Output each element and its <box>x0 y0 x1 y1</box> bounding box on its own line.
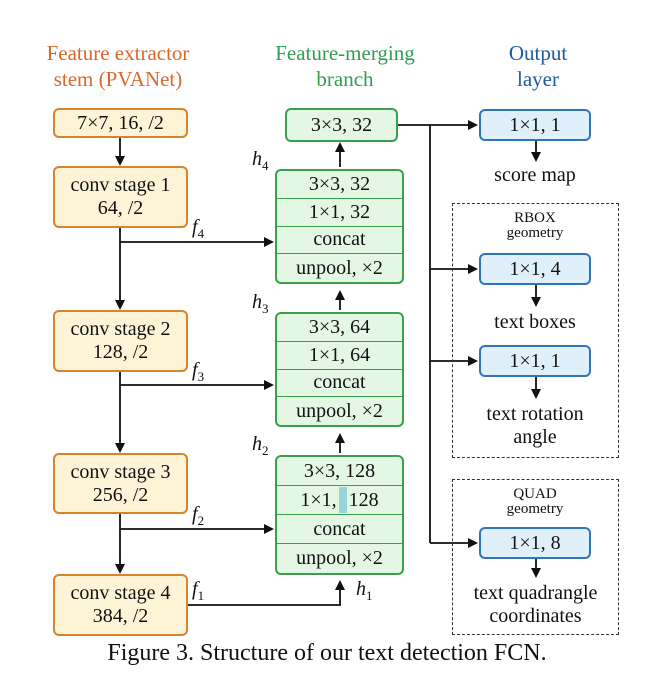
label-f4-base: f <box>192 216 198 238</box>
label-f4: f4 <box>192 216 204 242</box>
highlight-mark <box>338 487 347 513</box>
rotation-label: text rotation angle <box>455 403 615 449</box>
output-header-line1: Output <box>508 41 568 65</box>
stem-header-line1: Feature extractor <box>46 41 190 65</box>
rbox-title-line1: RBOX <box>514 210 556 226</box>
label-f3-base: f <box>192 359 198 381</box>
block3-conv1x1: 1×1, 64 <box>277 342 402 370</box>
label-h4-base: h <box>252 148 262 170</box>
label-f4-sub: 4 <box>197 226 205 241</box>
score-conv-label: 1×1, 1 <box>509 113 561 136</box>
quad-conv-label: 1×1, 8 <box>509 531 561 554</box>
label-f2-sub: 2 <box>197 513 205 528</box>
merge-block-3: 3×3, 64 1×1, 64 concat unpool, ×2 <box>275 312 404 427</box>
text-boxes-label: text boxes <box>494 311 576 333</box>
rbox-title-line2: geometry <box>506 225 564 241</box>
stem-first-conv: 7×7, 16, /2 <box>53 108 188 138</box>
rotation-label-line2: angle <box>513 426 557 448</box>
label-h4-sub: 4 <box>262 158 269 173</box>
rotation-conv-label: 1×1, 1 <box>509 349 561 372</box>
conv-stage-2: conv stage 2 128, /2 <box>53 310 188 372</box>
label-h3-sub: 3 <box>262 301 269 316</box>
quad-title: QUAD geometry <box>460 487 610 517</box>
quad-title-line1: QUAD <box>513 486 557 502</box>
score-conv: 1×1, 1 <box>479 109 591 141</box>
label-f3-sub: 3 <box>197 369 205 384</box>
block3-concat: concat <box>277 370 402 398</box>
label-f1: f1 <box>192 578 204 604</box>
quad-label: text quadrangle coordinates <box>452 582 619 628</box>
stem-first-conv-label: 7×7, 16, /2 <box>77 111 164 134</box>
conv-stage-1-line1: conv stage 1 <box>70 174 171 196</box>
stem-header-line2: stem (PVANet) <box>53 67 183 91</box>
block2-conv1x1-label: 1×1, <box>300 488 337 511</box>
label-h3: h3 <box>252 291 269 317</box>
figure-caption: Figure 3. Structure of our text detectio… <box>107 640 547 666</box>
block2-conv1x1: 1×1, 128 <box>277 486 402 515</box>
block3-conv3x3: 3×3, 64 <box>277 314 402 342</box>
rbox-conv: 1×1, 4 <box>479 253 591 285</box>
label-h2-sub: 2 <box>262 443 269 458</box>
conv-stage-1-line2: 64, /2 <box>97 197 144 219</box>
label-h1-base: h <box>356 578 366 600</box>
block4-concat: concat <box>277 227 402 255</box>
rbox-conv-label: 1×1, 4 <box>509 257 561 280</box>
block2-conv1x1-channels: 128 <box>348 488 379 511</box>
output-header-line2: layer <box>517 67 559 91</box>
merge-top-conv-label: 3×3, 32 <box>310 113 373 136</box>
quad-conv: 1×1, 8 <box>479 527 591 559</box>
conv-stage-3-line2: 256, /2 <box>92 483 149 506</box>
label-h3-base: h <box>252 291 262 313</box>
merge-top-conv: 3×3, 32 <box>285 108 398 142</box>
merge-header-line1: Feature-merging <box>275 41 415 65</box>
conv-stage-3: conv stage 3 256, /2 <box>53 453 188 514</box>
label-f2-base: f <box>192 503 198 525</box>
label-h2-base: h <box>252 433 262 455</box>
block3-unpool: unpool, ×2 <box>296 399 383 422</box>
block2-concat: concat <box>277 515 402 544</box>
merge-header-line2: branch <box>316 67 374 91</box>
block2-unpool: unpool, ×2 <box>296 547 383 569</box>
quad-label-line2: coordinates <box>489 605 582 627</box>
conv-stage-4-line1: conv stage 4 <box>70 582 171 604</box>
quad-label-line1: text quadrangle <box>473 582 598 604</box>
label-h4: h4 <box>252 148 269 174</box>
label-f3: f3 <box>192 359 204 385</box>
conv-stage-4-line2: 384, /2 <box>92 605 149 627</box>
rotation-label-line1: text rotation <box>486 403 584 425</box>
block4-conv3x3: 3×3, 32 <box>277 171 402 199</box>
block2-conv3x3: 3×3, 128 <box>277 457 402 486</box>
merge-block-2: 3×3, 128 1×1, 128 concat unpool, ×2 <box>275 455 404 575</box>
quad-group <box>452 479 619 635</box>
label-f1-sub: 1 <box>197 588 205 603</box>
conv-stage-2-line1: conv stage 2 <box>70 318 171 340</box>
label-h2: h2 <box>252 433 269 459</box>
stem-header: Feature extractor stem (PVANet) <box>18 40 218 92</box>
rotation-conv: 1×1, 1 <box>479 345 591 377</box>
rbox-title: RBOX geometry <box>460 211 610 241</box>
conv-stage-1: conv stage 1 64, /2 <box>53 166 188 228</box>
merge-block-4: 3×3, 32 1×1, 32 concat unpool, ×2 <box>275 169 404 284</box>
block4-unpool: unpool, ×2 <box>296 256 383 279</box>
merge-header: Feature-merging branch <box>235 40 455 92</box>
label-f1-base: f <box>192 578 198 600</box>
label-h1-sub: 1 <box>366 588 373 603</box>
score-map-label: score map <box>494 164 576 186</box>
output-header: Output layer <box>468 40 608 92</box>
quad-title-line2: geometry <box>506 501 564 517</box>
label-h1: h1 <box>356 578 373 604</box>
rbox-group <box>452 203 619 458</box>
conv-stage-4: conv stage 4 384, /2 <box>53 574 188 636</box>
conv-stage-2-line2: 128, /2 <box>92 341 149 363</box>
conv-stage-3-line1: conv stage 3 <box>70 460 171 483</box>
block4-conv1x1: 1×1, 32 <box>277 199 402 227</box>
label-f2: f2 <box>192 503 204 529</box>
